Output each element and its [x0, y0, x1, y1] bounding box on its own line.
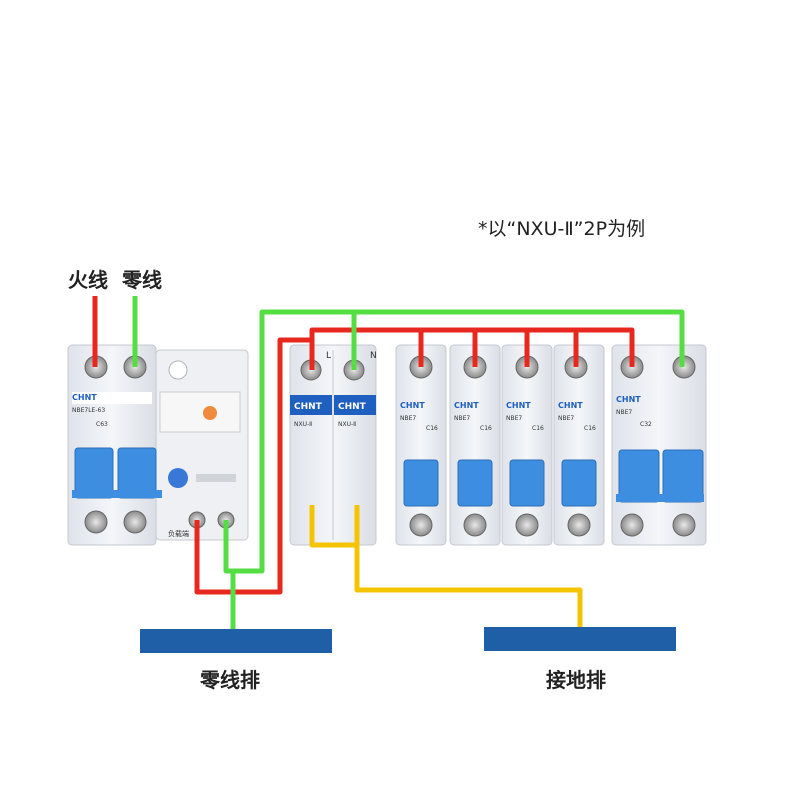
ground-bar — [484, 627, 676, 651]
main-breaker-badge: 负载端 — [168, 529, 189, 538]
branch-breaker-2-model: NBE7 — [454, 415, 470, 422]
spd-n-model: NXU-Ⅱ — [338, 421, 356, 428]
example-note: *以“NXU-Ⅱ”2P为例 — [478, 218, 646, 240]
ground-wires — [309, 505, 583, 627]
live-wire-label: 火线 — [68, 268, 108, 292]
neutral-wires — [132, 296, 685, 629]
branch-breaker-3-model: NBE7 — [506, 415, 522, 422]
neutral-bar — [140, 629, 332, 653]
branch-breaker-1: CHNT NBE7 C16 — [395, 344, 447, 546]
surge-protector: CHNT CHNT NXU-Ⅱ NXU-Ⅱ L N — [289, 344, 377, 546]
branch-breaker-1-brand: CHNT — [400, 401, 425, 410]
main-breaker-brand: CHNT — [72, 393, 97, 402]
branch-breaker-3-brand: CHNT — [506, 401, 531, 410]
branch-breaker-1-model: NBE7 — [400, 415, 416, 422]
spd-l-brand: CHNT — [294, 402, 323, 412]
spd-n-brand: CHNT — [338, 402, 367, 412]
branch-breaker-1-rating: C16 — [426, 425, 438, 432]
right-breaker-brand: CHNT — [616, 395, 641, 404]
branch-breaker-4-rating: C16 — [584, 425, 596, 432]
spd-l-pole: L — [326, 351, 331, 361]
branch-breaker-2-rating: C16 — [480, 425, 492, 432]
spd-n-pole: N — [370, 351, 377, 361]
right-breaker: CHNT NBE7 C32 — [611, 344, 707, 546]
neutral-bar-label: 零线排 — [200, 668, 260, 692]
main-breaker: CHNT NBE7LE-63 C63 负载端 — [67, 344, 249, 546]
branch-breaker-3: CHNT NBE7 C16 — [501, 344, 553, 546]
branch-breaker-3-rating: C16 — [532, 425, 544, 432]
live-wires — [92, 296, 635, 595]
right-breaker-model: NBE7 — [616, 409, 632, 416]
right-breaker-rating: C32 — [640, 421, 652, 428]
branch-breaker-4: CHNT NBE7 C16 — [553, 344, 605, 546]
main-breaker-rating: C63 — [96, 421, 108, 428]
branch-breaker-4-brand: CHNT — [558, 401, 583, 410]
spd-l-model: NXU-Ⅱ — [294, 421, 312, 428]
main-breaker-model: NBE7LE-63 — [72, 407, 105, 414]
ground-bar-label: 接地排 — [546, 668, 606, 692]
branch-breaker-2: CHNT NBE7 C16 — [449, 344, 501, 546]
neutral-wire-label: 零线 — [122, 268, 162, 292]
branch-breaker-4-model: NBE7 — [558, 415, 574, 422]
branch-breaker-2-brand: CHNT — [454, 401, 479, 410]
